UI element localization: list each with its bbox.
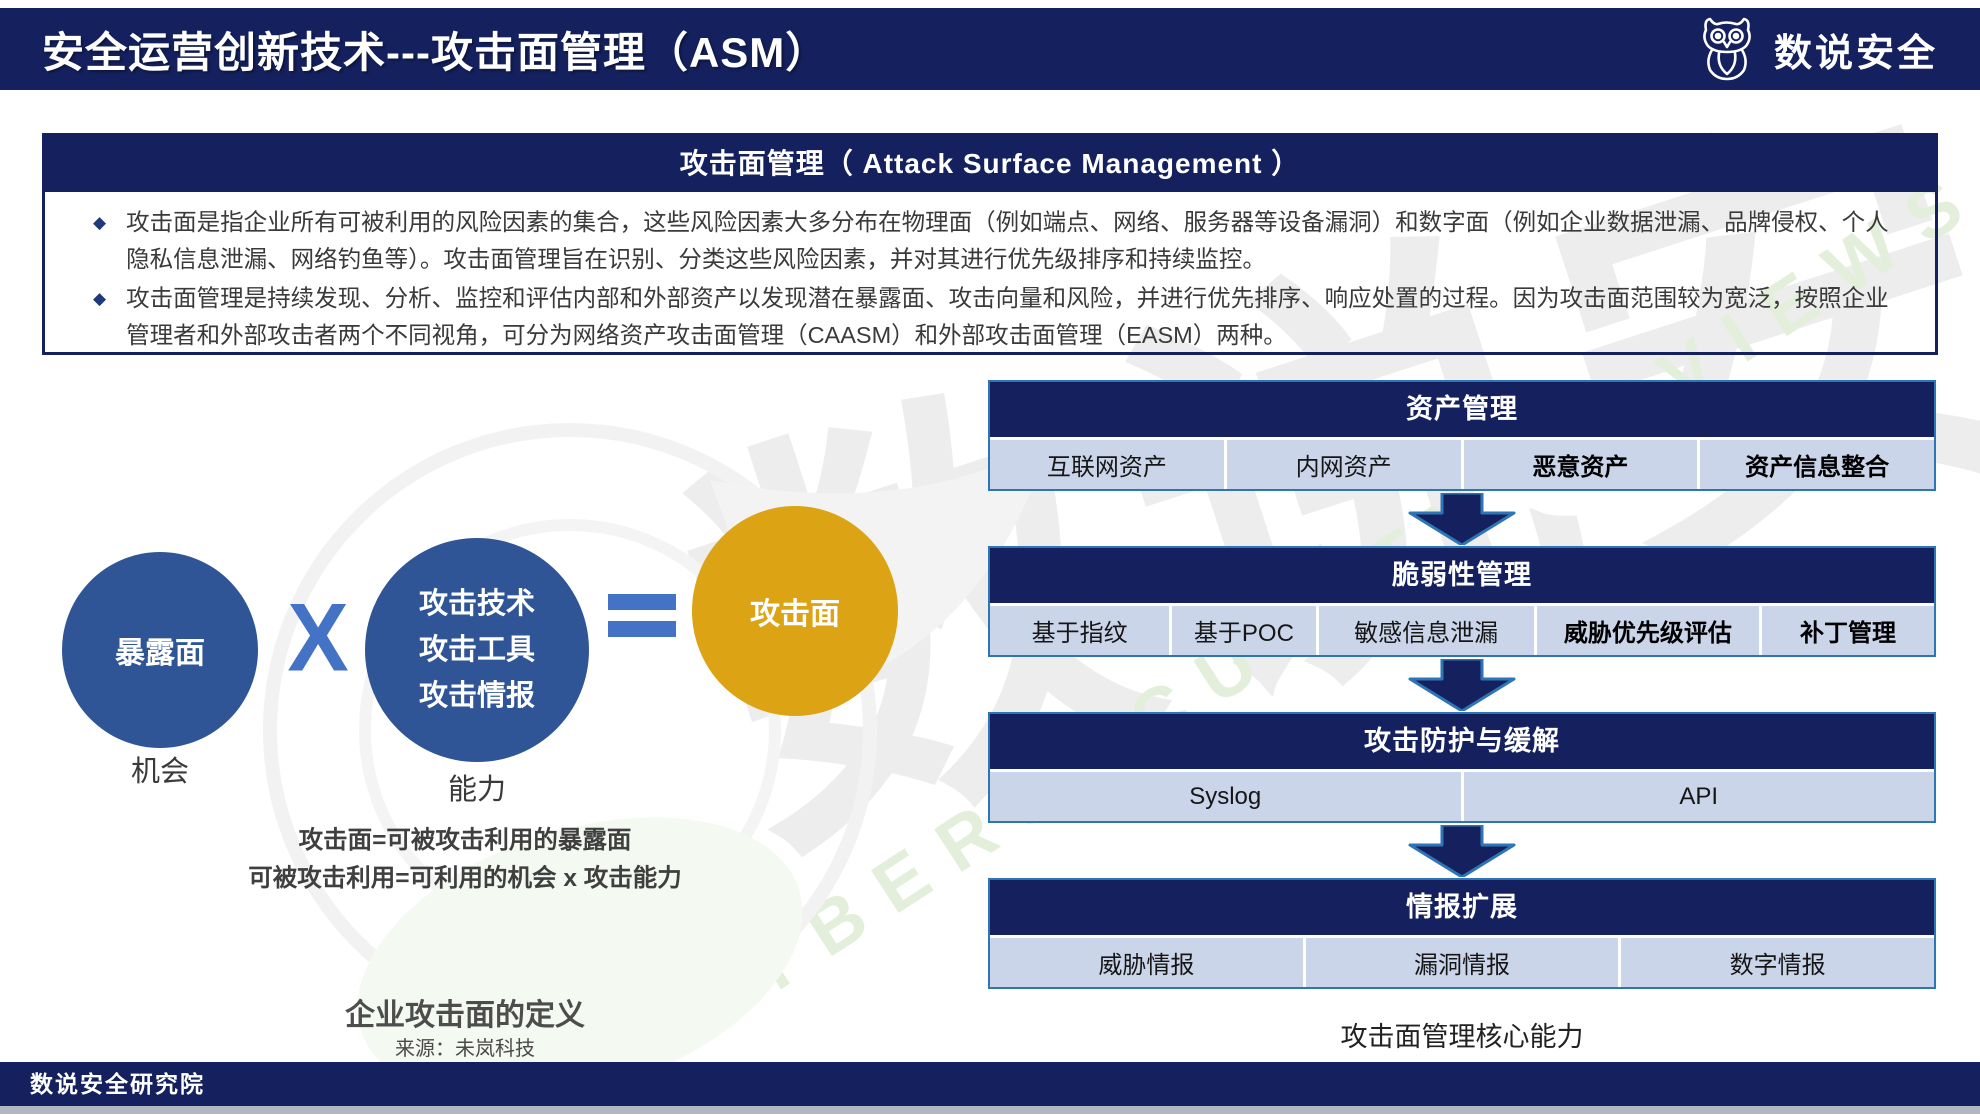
brand-logo: 数说安全: [1694, 16, 1938, 82]
header-bar: 安全运营创新技术---攻击面管理（ASM） 数说安全: [0, 8, 1980, 90]
flow-cell: 威胁优先级评估: [1536, 606, 1759, 655]
flow-cell: 漏洞情报: [1305, 938, 1619, 987]
capability-label: 能力: [447, 774, 506, 806]
down-arrow-icon: [988, 657, 1936, 712]
opportunity-label: 机会: [130, 756, 189, 788]
capability-line-3: 攻击情报: [418, 680, 535, 712]
formula-line-1: 攻击面=可被攻击利用的暴露面: [298, 827, 632, 854]
flow-section-title: 攻击防护与缓解: [990, 714, 1934, 769]
bullet-text: 攻击面是指企业所有可被利用的风险因素的集合，这些风险因素大多分布在物理面（例如端…: [126, 209, 1889, 272]
diagram-caption: 企业攻击面的定义: [345, 999, 585, 1032]
diagram-source: 来源：未岚科技: [395, 1038, 535, 1060]
definition-bullets: ◆ 攻击面是指企业所有可被利用的风险因素的集合，这些风险因素大多分布在物理面（例如…: [45, 192, 1935, 354]
flow-section: 资产管理互联网资产内网资产恶意资产资产信息整合: [988, 380, 1936, 491]
bullet-diamond-icon: ◆: [93, 213, 107, 232]
flow-cell: 威胁情报: [990, 938, 1303, 987]
owl-icon: [1703, 17, 1751, 81]
flow-cell: Syslog: [990, 772, 1461, 821]
capability-circle: 攻击技术 攻击工具 攻击情报: [365, 538, 589, 762]
down-arrow-icon: [988, 491, 1936, 546]
definition-box: 攻击面管理（ Attack Surface Management ） ◆ 攻击面是…: [42, 133, 1938, 355]
down-arrow-icon: [988, 823, 1936, 878]
flow-section-title: 脆弱性管理: [990, 548, 1934, 603]
flow-section-row: 威胁情报漏洞情报数字情报: [990, 935, 1935, 987]
flow-cell: 敏感信息泄漏: [1318, 606, 1534, 655]
flow-section-title: 情报扩展: [990, 880, 1934, 935]
flow-cell: 数字情报: [1621, 938, 1935, 987]
bottom-strip: [0, 1106, 1980, 1114]
capability-line-2: 攻击工具: [418, 634, 535, 666]
flow-cell: 资产信息整合: [1700, 440, 1934, 489]
flow-section: 情报扩展威胁情报漏洞情报数字情报: [988, 878, 1936, 989]
definition-bullet: ◆ 攻击面是指企业所有可被利用的风险因素的集合，这些风险因素大多分布在物理面（例如…: [69, 204, 1905, 278]
formula-text: 攻击面=可被攻击利用的暴露面 可被攻击利用=可利用的机会 x 攻击能力: [170, 822, 760, 898]
multiply-icon: X: [287, 584, 349, 692]
exposure-circle: 暴露面: [62, 552, 258, 748]
flow-cell: 恶意资产: [1463, 440, 1698, 489]
flow-cell: API: [1463, 772, 1934, 821]
footer-text: 数说安全研究院: [30, 1071, 205, 1097]
attack-surface-circle-label: 攻击面: [750, 598, 840, 631]
bullet-diamond-icon: ◆: [93, 289, 107, 308]
flowchart-caption: 攻击面管理核心能力: [1340, 1022, 1584, 1052]
attack-surface-circle: 攻击面: [692, 506, 898, 716]
flow-cell: 基于指纹: [990, 606, 1170, 655]
capability-line-1: 攻击技术: [418, 588, 535, 620]
flow-cell: 内网资产: [1226, 440, 1461, 489]
definition-box-title: 攻击面管理（ Attack Surface Management ）: [45, 136, 1935, 192]
equals-icon: [608, 594, 676, 648]
flow-cell: 互联网资产: [990, 440, 1224, 489]
formula-line-2: 可被攻击利用=可利用的机会 x 攻击能力: [248, 865, 682, 892]
page-title: 安全运营创新技术---攻击面管理（ASM）: [42, 28, 829, 76]
footer-bar: 数说安全研究院: [0, 1062, 1980, 1106]
flow-cell: 基于POC: [1172, 606, 1316, 655]
flow-section-title: 资产管理: [990, 382, 1934, 437]
flow-cell: 补丁管理: [1761, 606, 1935, 655]
exposure-circle-label: 暴露面: [115, 637, 205, 670]
bullet-text: 攻击面管理是持续发现、分析、监控和评估内部和外部资产以发现潜在暴露面、攻击向量和…: [126, 285, 1889, 348]
flow-section-row: 互联网资产内网资产恶意资产资产信息整合: [990, 437, 1934, 489]
brand-name: 数说安全: [1773, 32, 1938, 75]
definition-bullet: ◆ 攻击面管理是持续发现、分析、监控和评估内部和外部资产以发现潜在暴露面、攻击向量…: [69, 280, 1905, 354]
